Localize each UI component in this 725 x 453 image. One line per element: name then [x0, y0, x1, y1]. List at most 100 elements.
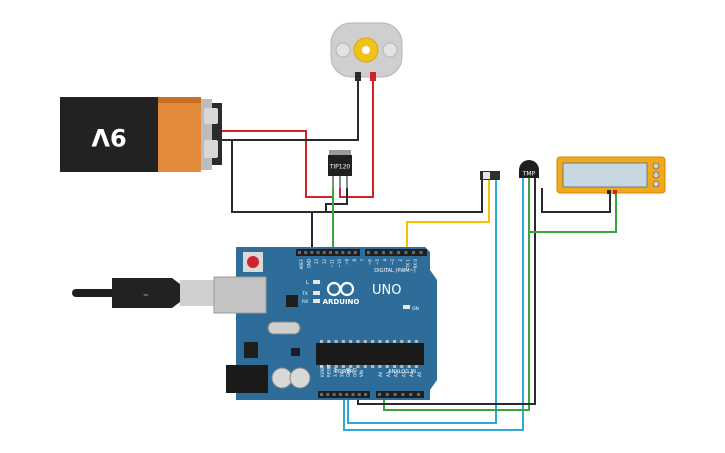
transistor-pin-collector [339, 176, 341, 188]
on-label: ON [412, 306, 419, 312]
wire-ground-to-emitter[interactable] [325, 188, 348, 212]
wire-motor-to-collector[interactable] [339, 80, 374, 198]
pin-label: 5V [340, 371, 345, 377]
pin-label: GND [346, 368, 351, 377]
chip-pin [349, 340, 353, 343]
dc-motor[interactable] [330, 22, 403, 81]
voltage-regulator [244, 342, 258, 358]
header-hole[interactable] [298, 251, 301, 254]
arduino-model: UNO [372, 283, 401, 298]
wire-switch-power[interactable] [347, 178, 497, 424]
temperature-sensor[interactable]: TMP [519, 160, 539, 178]
header-hole[interactable] [322, 251, 326, 254]
switch-slider[interactable] [483, 172, 490, 179]
header-hole[interactable] [326, 393, 330, 396]
pin-label: A5 [417, 371, 422, 377]
header-hole[interactable] [389, 251, 393, 254]
pin-label: A3 [401, 371, 406, 377]
chip-pin [320, 365, 323, 368]
header-hole[interactable] [374, 251, 378, 254]
chip-pin [334, 365, 338, 368]
pin-label: ~6 [367, 259, 372, 265]
header-digital-left [296, 249, 360, 256]
motor-mount-left [335, 42, 351, 58]
transistor-tab [329, 150, 351, 155]
battery-band-shade [158, 97, 201, 103]
wire-sensor-power[interactable] [343, 178, 524, 431]
wire-battery-ground-bus[interactable] [231, 140, 483, 213]
header-hole[interactable] [316, 251, 320, 254]
header-hole[interactable] [412, 251, 415, 254]
usb-port [213, 276, 267, 314]
header-hole[interactable] [397, 251, 400, 254]
header-hole[interactable] [367, 251, 370, 254]
header-hole[interactable] [419, 251, 423, 254]
wire-lcd-ground[interactable] [541, 188, 611, 213]
header-hole[interactable] [357, 393, 361, 396]
usb-icon: ⌁ [143, 290, 149, 301]
chip-pin [341, 340, 345, 343]
pin-label: IOREF [320, 364, 325, 377]
usb-cable[interactable]: ⌁ [72, 278, 214, 308]
atmega-chip [316, 343, 424, 365]
chip-pin [371, 340, 375, 343]
header-hole[interactable] [332, 393, 336, 396]
wire-switch-signal[interactable] [406, 178, 490, 255]
chip-pin [407, 340, 411, 343]
chip-pin [378, 340, 382, 343]
header-hole[interactable] [347, 251, 351, 254]
transistor-tip120[interactable]: TIP120 [328, 150, 352, 188]
header-hole[interactable] [401, 393, 405, 396]
battery-terminal-negative [204, 140, 218, 158]
wires [222, 80, 617, 431]
pin-label: A0 [378, 371, 383, 377]
slide-switch[interactable] [480, 171, 500, 180]
wire-battery-negative[interactable] [222, 80, 359, 141]
header-hole[interactable] [329, 251, 332, 254]
header-hole[interactable] [335, 251, 339, 254]
pin-label: 7 [360, 259, 365, 262]
pin-label: ~11 [329, 259, 334, 268]
header-hole[interactable] [351, 393, 355, 396]
header-hole[interactable] [345, 393, 349, 396]
header-hole[interactable] [404, 251, 408, 254]
usb-plug-metal [180, 280, 214, 306]
header-hole[interactable] [378, 393, 381, 396]
header-hole[interactable] [393, 393, 397, 396]
wire-sensor-signal[interactable] [383, 178, 530, 411]
pin-label: 13 [314, 259, 319, 265]
arduino-brand: ARDUINO [323, 298, 360, 306]
tx-label: TX [301, 291, 308, 297]
reset-button[interactable] [247, 256, 259, 268]
transistor-body [328, 155, 352, 176]
lcd-screen [562, 162, 648, 188]
lcd-terminal-signal [613, 190, 617, 194]
motor-terminal-black [355, 72, 361, 81]
wire-lcd-signal[interactable] [530, 193, 617, 233]
pin-label: VIN [359, 370, 364, 377]
pin-label: A1 [386, 371, 391, 377]
header-hole[interactable] [385, 393, 389, 396]
chip-pin [414, 340, 418, 343]
header-hole[interactable] [338, 393, 342, 396]
header-hole[interactable] [304, 251, 308, 254]
chip-pin [327, 340, 331, 343]
chip-pin [407, 365, 411, 368]
digital-header-label: DIGITAL (PWM~) [374, 268, 416, 274]
battery-9v[interactable]: 9V [60, 97, 222, 172]
usb-chip [286, 295, 298, 307]
header-hole[interactable] [341, 251, 345, 254]
header-hole[interactable] [320, 393, 323, 396]
rx-label: RX [302, 299, 308, 305]
lcd-display[interactable] [556, 156, 666, 194]
header-hole[interactable] [382, 251, 385, 254]
header-hole[interactable] [310, 251, 314, 254]
header-hole[interactable] [417, 393, 420, 396]
lcd-terminal-ground [607, 190, 611, 194]
chip-pin [393, 340, 396, 343]
header-hole[interactable] [353, 251, 357, 254]
header-hole[interactable] [364, 393, 368, 396]
header-hole[interactable] [409, 393, 413, 396]
